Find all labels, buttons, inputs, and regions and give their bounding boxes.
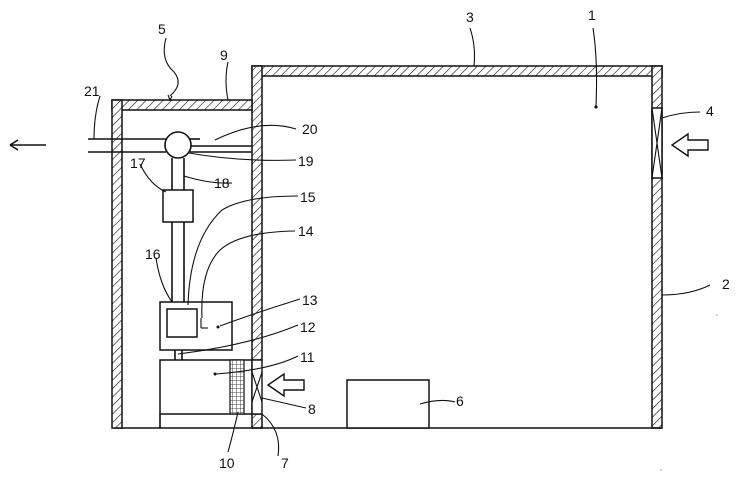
outflow-arrow-left (10, 140, 46, 150)
label-6: 6 (456, 393, 464, 409)
label-15: 15 (300, 189, 316, 205)
label-8: 8 (308, 401, 316, 417)
partition-wall-upper (252, 66, 262, 360)
label-20: 20 (302, 121, 318, 137)
intake-filter-4 (652, 108, 662, 178)
vertical-pipe-18 (172, 158, 184, 302)
label-10: 10 (219, 455, 235, 471)
label-14: 14 (298, 223, 314, 239)
label-18: 18 (214, 175, 230, 191)
valve-17 (163, 190, 193, 222)
label-12: 12 (300, 319, 316, 335)
apparatus-6 (347, 380, 429, 428)
inflow-arrow-inner (268, 374, 304, 396)
fan-19 (165, 132, 191, 158)
label-13: 13 (302, 292, 318, 308)
label-2: 2 (722, 276, 730, 292)
label-7: 7 (281, 455, 289, 471)
speck-mark (660, 469, 662, 471)
label-19: 19 (298, 153, 314, 169)
sensor-16 (167, 309, 197, 337)
label-11: 11 (300, 349, 315, 365)
label-1: 1 (588, 7, 596, 23)
inflow-arrow-right (672, 134, 708, 156)
label-5: 5 (158, 21, 166, 37)
mesh-filter-10 (230, 360, 244, 414)
label-21: 21 (84, 83, 100, 99)
speck-mark (716, 314, 718, 316)
top-wall-9 (112, 100, 252, 110)
label-16: 16 (145, 246, 161, 262)
left-wall-9 (112, 100, 122, 428)
partition-wall-lower (252, 414, 262, 428)
connector-12 (175, 350, 182, 360)
label-3: 3 (466, 9, 474, 25)
label-9: 9 (220, 47, 228, 63)
label-4: 4 (706, 103, 714, 119)
unit-11 (160, 360, 252, 428)
top-wall-3 (252, 66, 662, 76)
label-17: 17 (130, 155, 146, 171)
